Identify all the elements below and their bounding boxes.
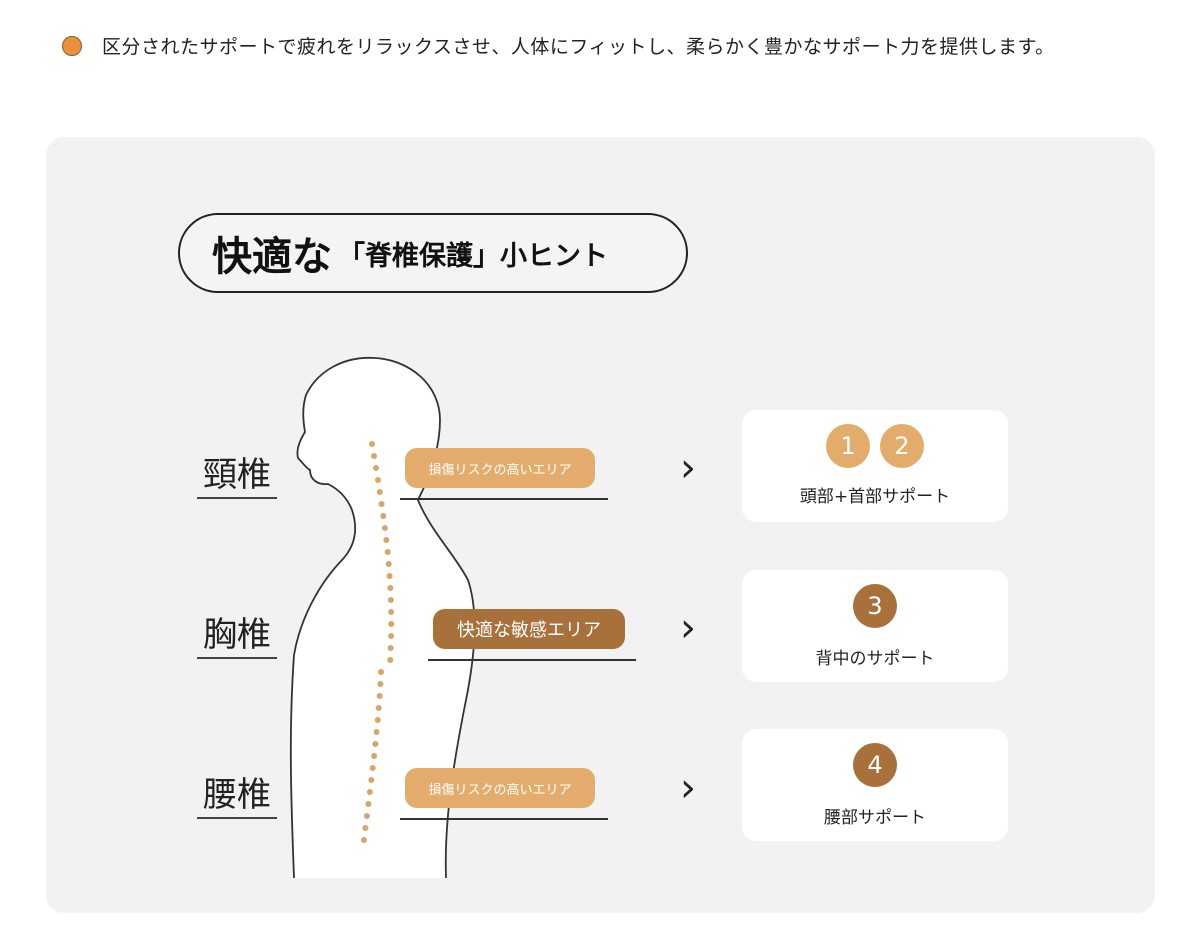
spine-dot bbox=[376, 693, 383, 699]
support-card-head-neck: 1 2 頭部+首部サポート bbox=[742, 410, 1008, 522]
chevron-right-icon: › bbox=[680, 605, 696, 651]
title-sub: 「脊椎保護」小ヒント bbox=[338, 240, 608, 272]
spine-dot bbox=[362, 825, 369, 831]
spine-dot bbox=[369, 441, 375, 447]
risk-tag-lumbar: 損傷リスクの高いエリア bbox=[405, 768, 595, 808]
region-label-lumbar: 腰椎 bbox=[197, 775, 277, 819]
spine-dot bbox=[381, 525, 388, 531]
spine-dot bbox=[388, 633, 395, 639]
card-label-lower-back: 腰部サポート bbox=[824, 808, 926, 828]
spine-dot bbox=[387, 657, 394, 663]
spine-dot bbox=[378, 669, 384, 675]
spine-dot bbox=[365, 801, 372, 807]
spine-dot bbox=[366, 789, 373, 795]
chevron-right-icon: › bbox=[680, 445, 696, 491]
spine-dot bbox=[371, 453, 377, 459]
headline: 区分されたサポートで疲れをリラックスさせ、人体にフィットし、柔らかく豊かなサポー… bbox=[62, 32, 1055, 59]
spine-dot bbox=[384, 549, 391, 555]
spine-dot bbox=[371, 753, 378, 759]
title-pill: 快適な 「脊椎保護」小ヒント bbox=[178, 213, 688, 293]
spine-dot bbox=[363, 813, 370, 819]
step-badge-1: 1 bbox=[826, 424, 870, 468]
spine-dot bbox=[368, 777, 375, 783]
comfort-tag-thoracic: 快適な敏感エリア bbox=[433, 609, 625, 649]
spine-dot bbox=[387, 585, 394, 591]
bullet-dot-icon bbox=[62, 35, 82, 56]
spine-dot bbox=[377, 681, 384, 687]
region-label-thoracic: 胸椎 bbox=[197, 615, 277, 659]
spine-dot bbox=[374, 717, 381, 723]
spine-dot bbox=[373, 729, 380, 735]
spine-dot bbox=[383, 537, 390, 543]
step-badge-4: 4 bbox=[853, 743, 897, 787]
spine-dot bbox=[385, 561, 392, 567]
headline-text: 区分されたサポートで疲れをリラックスさせ、人体にフィットし、柔らかく豊かなサポー… bbox=[102, 36, 1055, 58]
step-badge-3: 3 bbox=[853, 584, 897, 628]
spine-dot bbox=[387, 597, 394, 603]
spine-dot bbox=[375, 477, 381, 483]
spine-dot bbox=[380, 513, 387, 519]
spine-dot bbox=[388, 609, 395, 615]
spine-dot bbox=[388, 621, 395, 627]
tag-underline-thoracic bbox=[428, 659, 636, 661]
spine-dot bbox=[378, 501, 385, 507]
spine-dot bbox=[376, 489, 383, 495]
spine-dots bbox=[360, 441, 395, 843]
card-label-back: 背中のサポート bbox=[815, 649, 935, 669]
body-outline bbox=[289, 356, 476, 879]
chevron-right-icon: › bbox=[680, 765, 696, 811]
tag-underline-cervical bbox=[400, 498, 608, 500]
spine-dot bbox=[360, 837, 367, 843]
spine-dot bbox=[386, 573, 393, 579]
card-label-head-neck: 頭部+首部サポート bbox=[799, 487, 951, 507]
spine-dot bbox=[387, 645, 394, 651]
title-main: 快適な bbox=[212, 234, 332, 280]
spine-dot bbox=[375, 705, 382, 711]
spine-dot bbox=[372, 741, 379, 747]
tag-underline-lumbar bbox=[400, 818, 608, 820]
spine-dot bbox=[369, 765, 376, 771]
support-card-back: 3 背中のサポート bbox=[742, 570, 1008, 682]
spine-dot bbox=[373, 465, 379, 471]
step-badge-2: 2 bbox=[880, 424, 924, 468]
risk-tag-cervical: 損傷リスクの高いエリア bbox=[405, 448, 595, 488]
region-label-cervical: 頸椎 bbox=[197, 455, 277, 499]
support-card-lower-back: 4 腰部サポート bbox=[742, 729, 1008, 841]
